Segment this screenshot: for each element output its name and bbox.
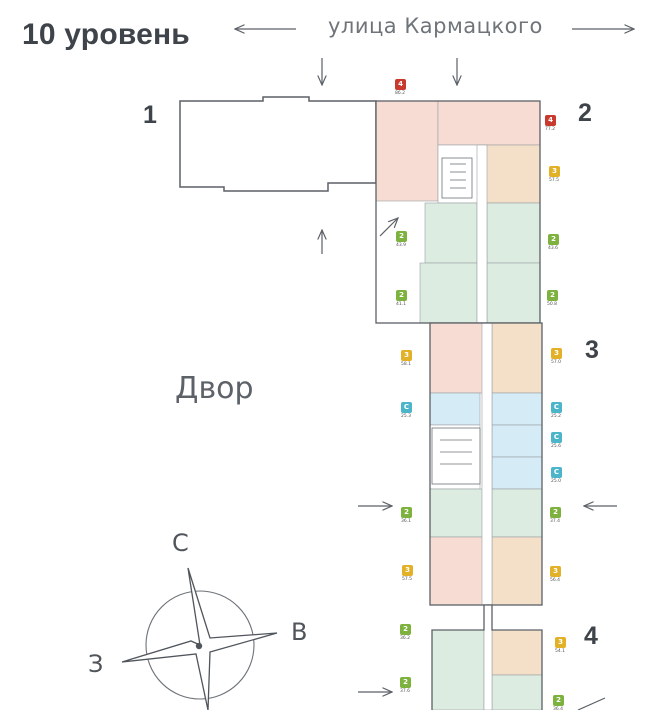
apartment-area-label: 41.1 (395, 302, 407, 307)
compass-rose (121, 567, 278, 710)
apartment-rooms-badge[interactable]: 3 (551, 348, 562, 359)
apartment-rooms-badge[interactable]: 2 (400, 677, 411, 688)
floor-title: 10 уровень (22, 18, 190, 51)
section-4-block (431, 604, 543, 710)
apartment-area-label: 58.1 (400, 362, 412, 367)
street-label: улица Кармацкого (328, 14, 543, 38)
apartment-area-label: 57.0 (550, 360, 562, 365)
section-1-outline (179, 96, 377, 192)
section-1-label: 1 (143, 101, 157, 129)
compass-east-label: В (291, 618, 308, 646)
apartment-area-label: 25.2 (550, 414, 562, 419)
apartment-rooms-badge[interactable]: 4 (545, 115, 556, 126)
apartment-rooms-badge[interactable]: 3 (402, 565, 413, 576)
compass-north-label: С (172, 529, 189, 557)
apartment-rooms-badge[interactable]: 2 (548, 234, 559, 245)
apartment-rooms-badge[interactable]: 2 (396, 231, 407, 242)
stairwells (431, 157, 481, 485)
apartment-rooms-badge[interactable]: 2 (550, 507, 561, 518)
compass-west-label: З (88, 650, 104, 678)
yard-label: Двор (175, 371, 254, 406)
apartment-area-label: 37.4 (549, 519, 561, 524)
apartment-rooms-badge[interactable]: 2 (400, 624, 411, 635)
apartment-rooms-badge[interactable]: 2 (553, 695, 564, 706)
apartment-rooms-badge[interactable]: С (551, 467, 562, 478)
apartment-area-label: 25.0 (550, 479, 562, 484)
apartment-area-label: 37.6 (399, 689, 411, 694)
apartment-area-label: 50.8 (546, 302, 558, 307)
apartment-rooms-badge[interactable]: 4 (395, 79, 406, 90)
apartment-rooms-badge[interactable]: С (401, 402, 412, 413)
apartment-rooms-badge[interactable]: 3 (555, 637, 566, 648)
apartment-area-label: 57.5 (401, 577, 413, 582)
apartment-rooms-badge[interactable]: 2 (396, 290, 407, 301)
section-4-label: 4 (584, 622, 598, 650)
apartment-area-label: 36.1 (400, 519, 412, 524)
apartment-rooms-badge[interactable]: С (551, 402, 562, 413)
apartment-area-label: 43.9 (395, 243, 407, 248)
apartment-rooms-badge[interactable]: 3 (550, 566, 561, 577)
apartment-area-label: 25.6 (550, 444, 562, 449)
apartment-rooms-badge[interactable]: С (551, 432, 562, 443)
apartment-rooms-badge[interactable]: 2 (547, 290, 558, 301)
entrance-arrows (322, 58, 617, 710)
apartment-rooms-badge[interactable]: 3 (549, 166, 560, 177)
apartment-area-label: 57.5 (548, 178, 560, 183)
apartment-rooms-badge[interactable]: 3 (401, 350, 412, 361)
apartment-area-label: 36.2 (399, 636, 411, 641)
apartment-area-label: 54.1 (554, 649, 566, 654)
apartment-rooms-badge[interactable]: 2 (401, 507, 412, 518)
apartment-area-label: 43.6 (547, 246, 559, 251)
apartment-area-label: 25.3 (400, 414, 412, 419)
section-3-label: 3 (585, 336, 599, 364)
section-2-label: 2 (578, 99, 592, 127)
apartment-area-label: 56.4 (549, 578, 561, 583)
apartment-area-label: 77.2 (544, 127, 556, 132)
apartment-area-label: 86.2 (394, 91, 406, 96)
